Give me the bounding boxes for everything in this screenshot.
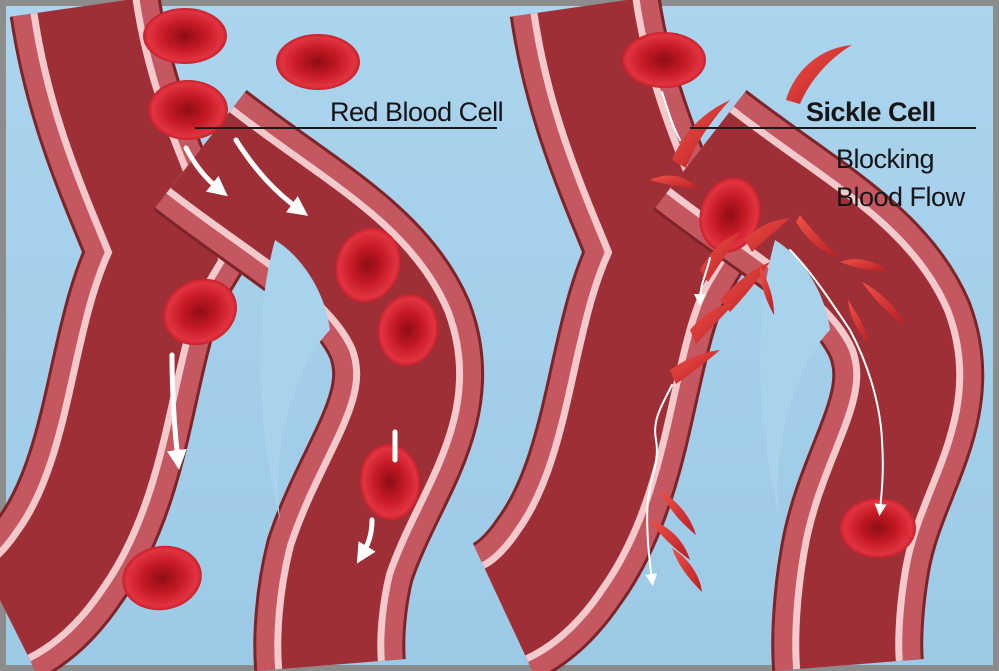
red-blood-cell bbox=[622, 32, 706, 88]
red-blood-cell bbox=[148, 80, 228, 140]
red-blood-cell-free bbox=[276, 34, 360, 90]
blood-flow-label: Blood Flow bbox=[836, 182, 966, 212]
red-blood-cell bbox=[143, 8, 227, 64]
red-blood-cell-label: Red Blood Cell bbox=[330, 97, 503, 127]
sickle-cell-label: Sickle Cell bbox=[806, 97, 936, 127]
blocking-label: Blocking bbox=[836, 144, 934, 174]
red-blood-cell bbox=[840, 498, 916, 558]
